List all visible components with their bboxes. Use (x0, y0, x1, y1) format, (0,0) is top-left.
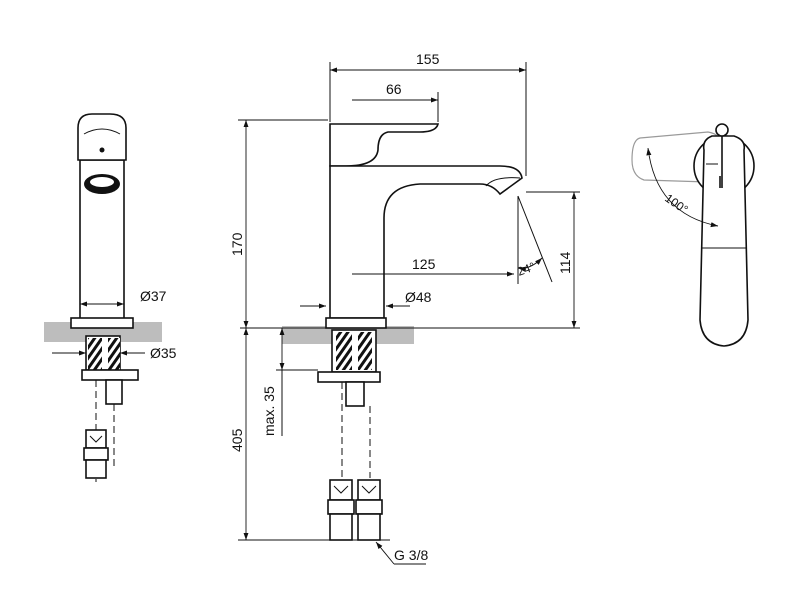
dim-connection-thread: G 3/8 (394, 547, 428, 563)
hose-end-side (85, 429, 107, 449)
dim-spout-angle: 24° (515, 259, 537, 278)
thread-front-b (358, 332, 372, 370)
thread-side-b (108, 338, 120, 370)
dim-handle-reach: 66 (386, 81, 402, 97)
leader-thread (375, 541, 395, 565)
rotation-arc (646, 147, 719, 228)
base-plate-side (70, 317, 134, 329)
handle-front (329, 123, 440, 167)
nut-front (317, 371, 381, 383)
dim-handle-rotation: 100° (662, 191, 691, 217)
nut-side (81, 369, 139, 381)
handle-detail (83, 128, 121, 135)
dim-max-deck-thickness: max. 35 (261, 386, 277, 436)
hose-body-front-a (329, 513, 353, 541)
front-view: 155 66 170 114 125 24° Ø48 max. 35 (229, 51, 580, 565)
handle-side (77, 113, 127, 161)
angle-arc (517, 257, 543, 272)
hose-nut-front-a (327, 499, 355, 515)
thread-side-a (88, 338, 102, 370)
dim-spout-reach: 125 (412, 256, 436, 272)
hose-end-front-a (329, 479, 353, 501)
dim-hose-length: 405 (229, 428, 245, 452)
dim-width-total: 155 (416, 51, 440, 67)
dim-base-diameter: Ø48 (405, 289, 432, 305)
thread-front-a (336, 332, 352, 370)
hose-end-front-b (357, 479, 381, 501)
dim-height: 170 (229, 232, 245, 256)
handle-knob-top (715, 123, 729, 137)
hose-nut-front-b (355, 499, 383, 515)
aerator-inner (90, 177, 114, 187)
hose-detail (89, 435, 103, 443)
dim-body-diameter: Ø37 (140, 288, 167, 304)
spout-tip-detail (485, 177, 521, 187)
spout-top (699, 135, 749, 347)
hose-fitting-front (345, 381, 365, 407)
side-view: Ø37 Ø35 (44, 113, 177, 482)
dim-shank-diameter: Ø35 (150, 345, 177, 361)
faucet-body-front (329, 165, 523, 319)
hose-body-front-b (357, 513, 381, 541)
top-view: 100° (631, 123, 755, 347)
hose-nut-side (83, 447, 109, 461)
hose-fitting-side (105, 379, 123, 405)
indicator-dot (99, 147, 105, 153)
hose-end-side-b (85, 459, 107, 479)
angle-ref-slanted (517, 195, 553, 283)
dim-spout-height: 114 (557, 251, 573, 274)
base-plate-front (325, 317, 387, 329)
hose-end-detail (333, 485, 377, 494)
